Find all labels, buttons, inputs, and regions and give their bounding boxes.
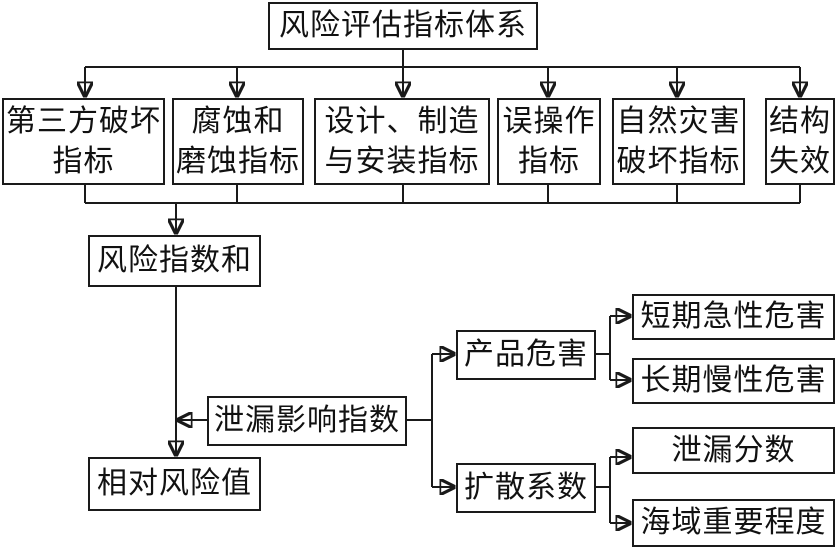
category-corrosion-line1: 腐蚀和 [191,103,285,139]
leak-impact-label: 泄漏影响指数 [214,403,400,438]
dispersion-label: 扩散系数 [464,470,588,505]
dispersion-box: 扩散系数 [456,463,596,513]
risk-index-sum-label: 风险指数和 [97,243,252,278]
short-term-hazard-label: 短期急性危害 [640,299,827,334]
relative-risk-box: 相对风险值 [88,457,261,511]
sea-area-importance-box: 海域重要程度 [632,499,835,547]
category-misoperation: 误操作 指标 [497,98,601,185]
category-misoperation-line2: 指标 [518,143,580,179]
category-third-party-line1: 第三方破坏 [6,103,161,139]
category-third-party: 第三方破坏 指标 [2,98,165,185]
long-term-hazard-box: 长期慢性危害 [632,358,835,404]
product-hazard-label: 产品危害 [464,337,588,372]
relative-risk-label: 相对风险值 [97,466,252,501]
category-misoperation-line1: 误操作 [502,103,596,139]
product-hazard-box: 产品危害 [456,330,596,380]
risk-index-sum-box: 风险指数和 [88,235,261,287]
category-design-line2: 与安装指标 [324,143,480,179]
sea-area-importance-label: 海域重要程度 [640,505,827,540]
short-term-hazard-box: 短期急性危害 [632,294,835,340]
leak-impact-box: 泄漏影响指数 [207,396,407,446]
category-design-line1: 设计、制造 [324,103,480,139]
category-structure-failure-line2: 失效 [769,143,831,179]
category-natural-disaster: 自然灾害 破坏指标 [612,98,745,185]
leak-score-box: 泄漏分数 [632,427,835,474]
category-corrosion: 腐蚀和 磨蚀指标 [172,98,304,185]
category-corrosion-line2: 磨蚀指标 [176,143,300,179]
category-third-party-line2: 指标 [52,143,115,179]
category-structure-failure: 结构 失效 [765,98,835,185]
category-natural-disaster-line2: 破坏指标 [616,143,741,179]
category-natural-disaster-line1: 自然灾害 [616,103,741,139]
category-structure-failure-line1: 结构 [769,103,831,139]
category-design: 设计、制造 与安装指标 [314,98,490,185]
leak-score-label: 泄漏分数 [671,432,796,468]
root-title-box: 风险评估指标体系 [268,2,538,50]
root-title: 风险评估指标体系 [279,8,527,43]
long-term-hazard-label: 长期慢性危害 [640,363,827,398]
